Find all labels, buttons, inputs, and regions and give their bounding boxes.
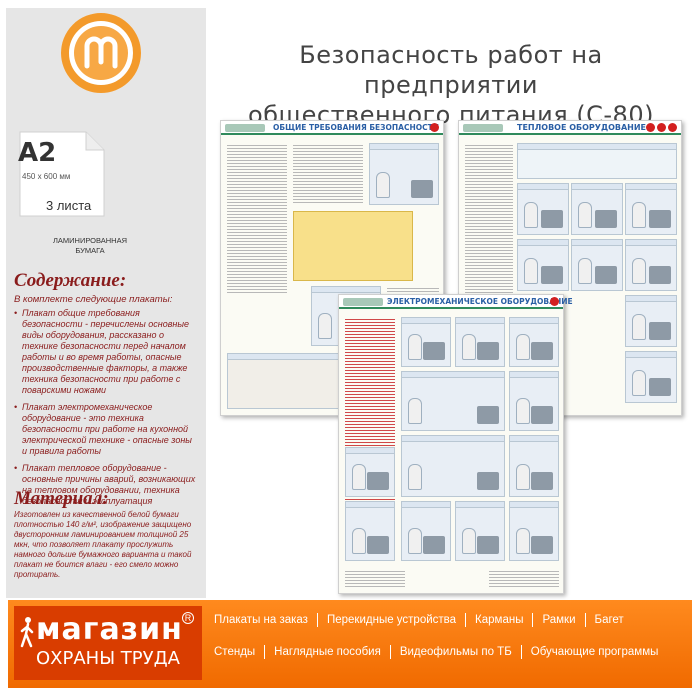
illustration-tile	[625, 351, 677, 403]
nav-link-baguette[interactable]: Багет	[594, 614, 624, 626]
apple-icon	[550, 297, 559, 306]
list-item: Плакат тепловое оборудование - основные …	[14, 463, 196, 507]
nav-link-frames[interactable]: Рамки	[542, 614, 576, 626]
shop-logo[interactable]: магазин R ОХРАНЫ ТРУДА	[14, 606, 202, 680]
illustration-tile	[455, 317, 505, 367]
illustration-tile	[571, 239, 623, 291]
nav-separator	[520, 645, 522, 659]
footer-banner: магазин R ОХРАНЫ ТРУДА Плакаты на заказ …	[8, 600, 692, 688]
causes-box	[517, 143, 677, 179]
nav-link-posters-custom[interactable]: Плакаты на заказ	[214, 614, 308, 626]
illustration-tile	[401, 317, 451, 367]
apple-icon	[657, 123, 666, 132]
material-description: Изготовлен из качественной белой бумаги …	[14, 510, 192, 579]
nav-separator	[316, 613, 318, 627]
paper-sheet-icon	[19, 131, 105, 217]
paper-type: ЛАМИНИРОВАННАЯ БУМАГА	[40, 236, 140, 256]
registered-mark: R	[182, 612, 194, 624]
footnote-text	[345, 569, 405, 587]
illustration-tile	[455, 501, 505, 561]
poster-title: ОБЩИЕ ТРЕБОВАНИЯ БЕЗОПАСНОСТИ	[273, 123, 440, 132]
nav-separator	[389, 645, 391, 659]
illustration-tile	[625, 183, 677, 235]
illustration-tile	[401, 501, 451, 561]
shop-name: магазин	[36, 612, 183, 647]
illustration-tile	[509, 501, 559, 561]
apple-icon	[668, 123, 677, 132]
apple-icon	[646, 123, 655, 132]
illustration-tile	[509, 435, 559, 497]
poster-header: ЭЛЕКТРОМЕХАНИЧЕСКОЕ ОБОРУДОВАНИЕ	[339, 295, 573, 309]
illustration-tile	[517, 183, 569, 235]
nav-link-stands[interactable]: Стенды	[214, 646, 256, 658]
nav-link-training-programs[interactable]: Обучающие программы	[530, 646, 659, 658]
content-heading: Содержание:	[14, 270, 127, 291]
poster-logo-icon	[463, 124, 503, 132]
illustration-tile	[401, 435, 505, 497]
illustration-tile	[369, 143, 439, 205]
illustration-tile	[345, 501, 395, 561]
paper-type-line2: БУМАГА	[75, 246, 105, 255]
shop-subtitle: ОХРАНЫ ТРУДА	[36, 648, 180, 669]
list-item: Плакат электромеханическое оборудование …	[14, 402, 196, 457]
walking-person-icon	[20, 617, 34, 648]
magnet-logo-icon	[61, 13, 141, 93]
footnote-text	[489, 569, 559, 587]
footer-nav-row-2: Стенды Наглядные пособия Видеофильмы по …	[214, 644, 658, 660]
apple-icon	[430, 123, 439, 132]
nav-separator	[532, 613, 534, 627]
illustration-tile	[345, 447, 395, 497]
illustration-tile	[625, 295, 677, 347]
footer-nav-row-1: Плакаты на заказ Перекидные устройства К…	[214, 612, 624, 628]
illustration-tile	[401, 371, 505, 431]
material-heading: Материал:	[14, 488, 109, 509]
poster-electromechanical-equipment[interactable]: ЭЛЕКТРОМЕХАНИЧЕСКОЕ ОБОРУДОВАНИЕ	[338, 294, 573, 594]
nav-separator	[584, 613, 586, 627]
illustration-tile	[509, 371, 559, 431]
page-title: Безопасность работ на предприятии общест…	[214, 40, 688, 130]
text-block	[293, 143, 363, 203]
poster-logo-icon	[225, 124, 265, 132]
format-dimensions: 450 х 600 мм	[22, 172, 71, 181]
poster-header: ОБЩИЕ ТРЕБОВАНИЯ БЕЗОПАСНОСТИ	[221, 121, 443, 135]
poster-header: ТЕПЛОВОЕ ОБОРУДОВАНИЕ	[459, 121, 681, 135]
nav-link-flip-devices[interactable]: Перекидные устройства	[326, 614, 457, 626]
content-list: Плакат общие требования безопасности - п…	[14, 308, 196, 513]
nav-link-pockets[interactable]: Карманы	[475, 614, 524, 626]
hazard-factors-box	[293, 211, 413, 281]
nav-separator	[264, 645, 266, 659]
equipment-list	[227, 143, 287, 293]
format-size: A2	[18, 138, 57, 168]
nav-link-videos[interactable]: Видеофильмы по ТБ	[399, 646, 512, 658]
poster-title: ЭЛЕКТРОМЕХАНИЧЕСКОЕ ОБОРУДОВАНИЕ	[387, 297, 573, 306]
poster-title: ТЕПЛОВОЕ ОБОРУДОВАНИЕ	[517, 123, 647, 132]
paper-type-line1: ЛАМИНИРОВАННАЯ	[52, 236, 128, 245]
illustration-tile	[625, 239, 677, 291]
list-item: Плакат общие требования безопасности - п…	[14, 308, 196, 396]
illustration-tile	[509, 317, 559, 367]
poster-logo-icon	[343, 298, 383, 306]
illustration-tile	[517, 239, 569, 291]
illustration-tile	[571, 183, 623, 235]
page-title-line1: Безопасность работ на предприятии	[299, 41, 603, 99]
nav-separator	[465, 613, 467, 627]
sheet-count: 3 листа	[46, 198, 92, 213]
nav-link-visual-aids[interactable]: Наглядные пособия	[274, 646, 381, 658]
content-lead: В комплекте следующие плакаты:	[14, 294, 173, 305]
